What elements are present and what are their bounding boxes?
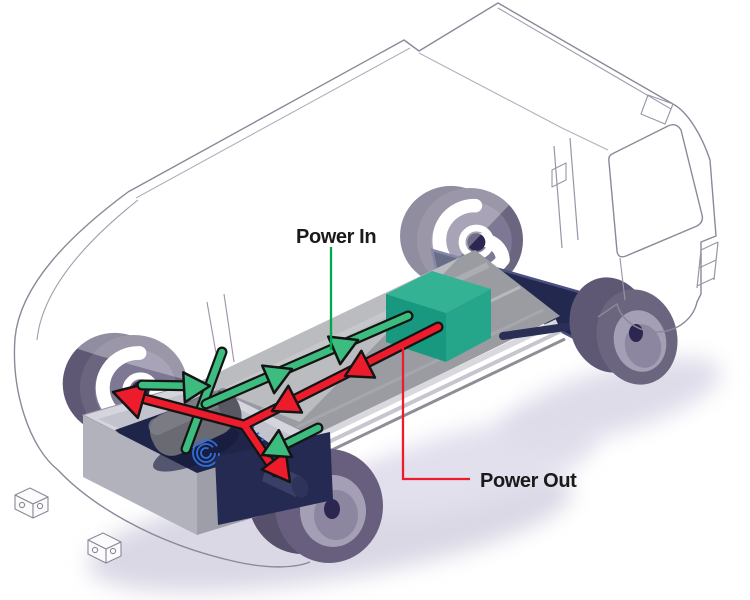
hinge-block	[87, 532, 122, 564]
battery-box-top	[386, 271, 491, 313]
cab-window	[608, 123, 704, 258]
cab-steps	[696, 241, 719, 289]
power-in-arrowhead	[326, 335, 360, 366]
power-out-arrowhead	[270, 384, 304, 414]
body-veil	[15, 3, 595, 422]
tray-front-left-face	[83, 415, 197, 535]
power-in-arrowhead	[182, 371, 212, 404]
front-wheel	[569, 277, 678, 385]
power-in-arrowhead	[260, 364, 294, 395]
power-out-arrows	[111, 321, 444, 484]
truck-outline	[13, 2, 719, 568]
motor-coil-icon	[192, 439, 220, 467]
power-in-arrowhead	[260, 428, 294, 459]
power-in-label: Power In	[296, 226, 376, 248]
annotations: Power In Power Out	[296, 226, 578, 492]
power-out-label: Power Out	[480, 470, 577, 492]
power-out-arrowhead	[343, 349, 377, 379]
power-in-arrows	[136, 310, 414, 459]
hinge-block	[14, 487, 49, 519]
power-out-arrowhead	[111, 381, 150, 420]
battery-box-right-face	[446, 289, 491, 362]
power-out-arrowhead	[260, 450, 292, 484]
power-out-leader-line	[401, 347, 470, 481]
